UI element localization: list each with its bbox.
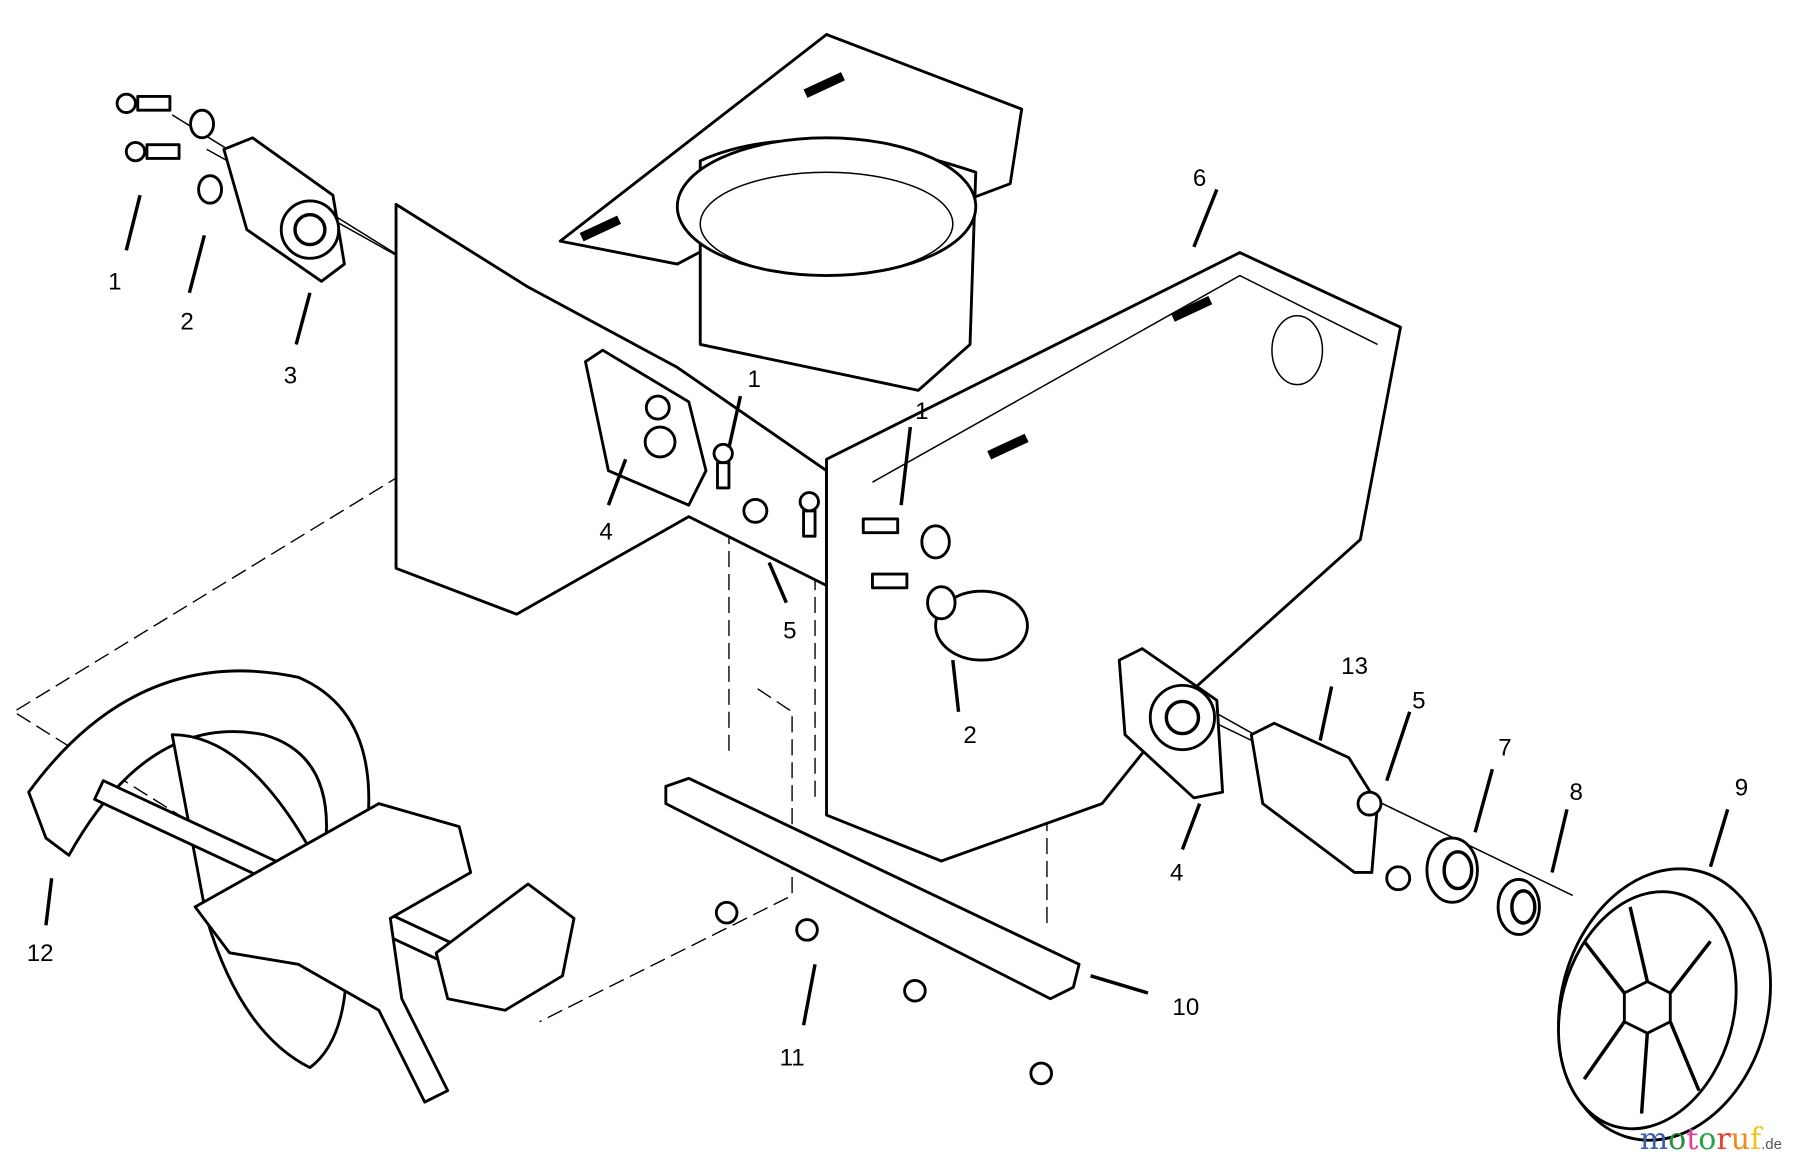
callout-3: 3: [284, 362, 297, 389]
callout-5: 5: [783, 617, 796, 644]
watermark-letter: t: [1686, 1122, 1699, 1157]
watermark-suffix: .de: [1761, 1136, 1782, 1153]
pulley-9: [1557, 867, 1772, 1142]
callout-4: 4: [599, 519, 612, 546]
watermark-letter: m: [1639, 1122, 1669, 1157]
callout-7: 7: [1498, 734, 1511, 761]
auger-12: [27, 669, 576, 1104]
callout-4: 4: [1170, 860, 1183, 887]
spacer-7: [1425, 836, 1479, 904]
callout-10: 10: [1172, 994, 1199, 1021]
watermark-logo: motoruf.de: [1640, 1122, 1782, 1157]
watermark-letter: o: [1668, 1122, 1687, 1157]
callout-13: 13: [1341, 653, 1368, 680]
callout-1: 1: [915, 398, 928, 425]
bracket-4-left: [584, 348, 708, 507]
callout-2: 2: [180, 309, 193, 336]
washer-8: [1496, 877, 1541, 936]
callout-2: 2: [963, 722, 976, 749]
callout-9: 9: [1735, 775, 1748, 802]
watermark-letter: r: [1716, 1122, 1731, 1157]
callout-1: 1: [748, 366, 761, 393]
bearing-right: [1117, 647, 1225, 800]
callout-6: 6: [1193, 165, 1206, 192]
leader-lines: [44, 188, 1730, 1026]
callout-11: 11: [780, 1044, 805, 1071]
watermark-letter: f: [1750, 1122, 1762, 1157]
callout-labels: 1 2 3 1 1 4 5 6 13 5 7 8 9 2 4 12 11 10: [27, 165, 1748, 1071]
callout-8: 8: [1569, 779, 1582, 806]
plate-13: [1249, 721, 1379, 874]
watermark-letter: u: [1730, 1122, 1751, 1157]
shave-plate: [664, 776, 1081, 1001]
fasteners: [115, 92, 1412, 1086]
callout-5: 5: [1412, 687, 1425, 714]
callout-12: 12: [27, 940, 54, 967]
auger-housing: [394, 33, 1402, 863]
callout-1: 1: [108, 268, 121, 295]
bearing-left: [222, 136, 346, 283]
watermark-letter: o: [1698, 1122, 1717, 1157]
